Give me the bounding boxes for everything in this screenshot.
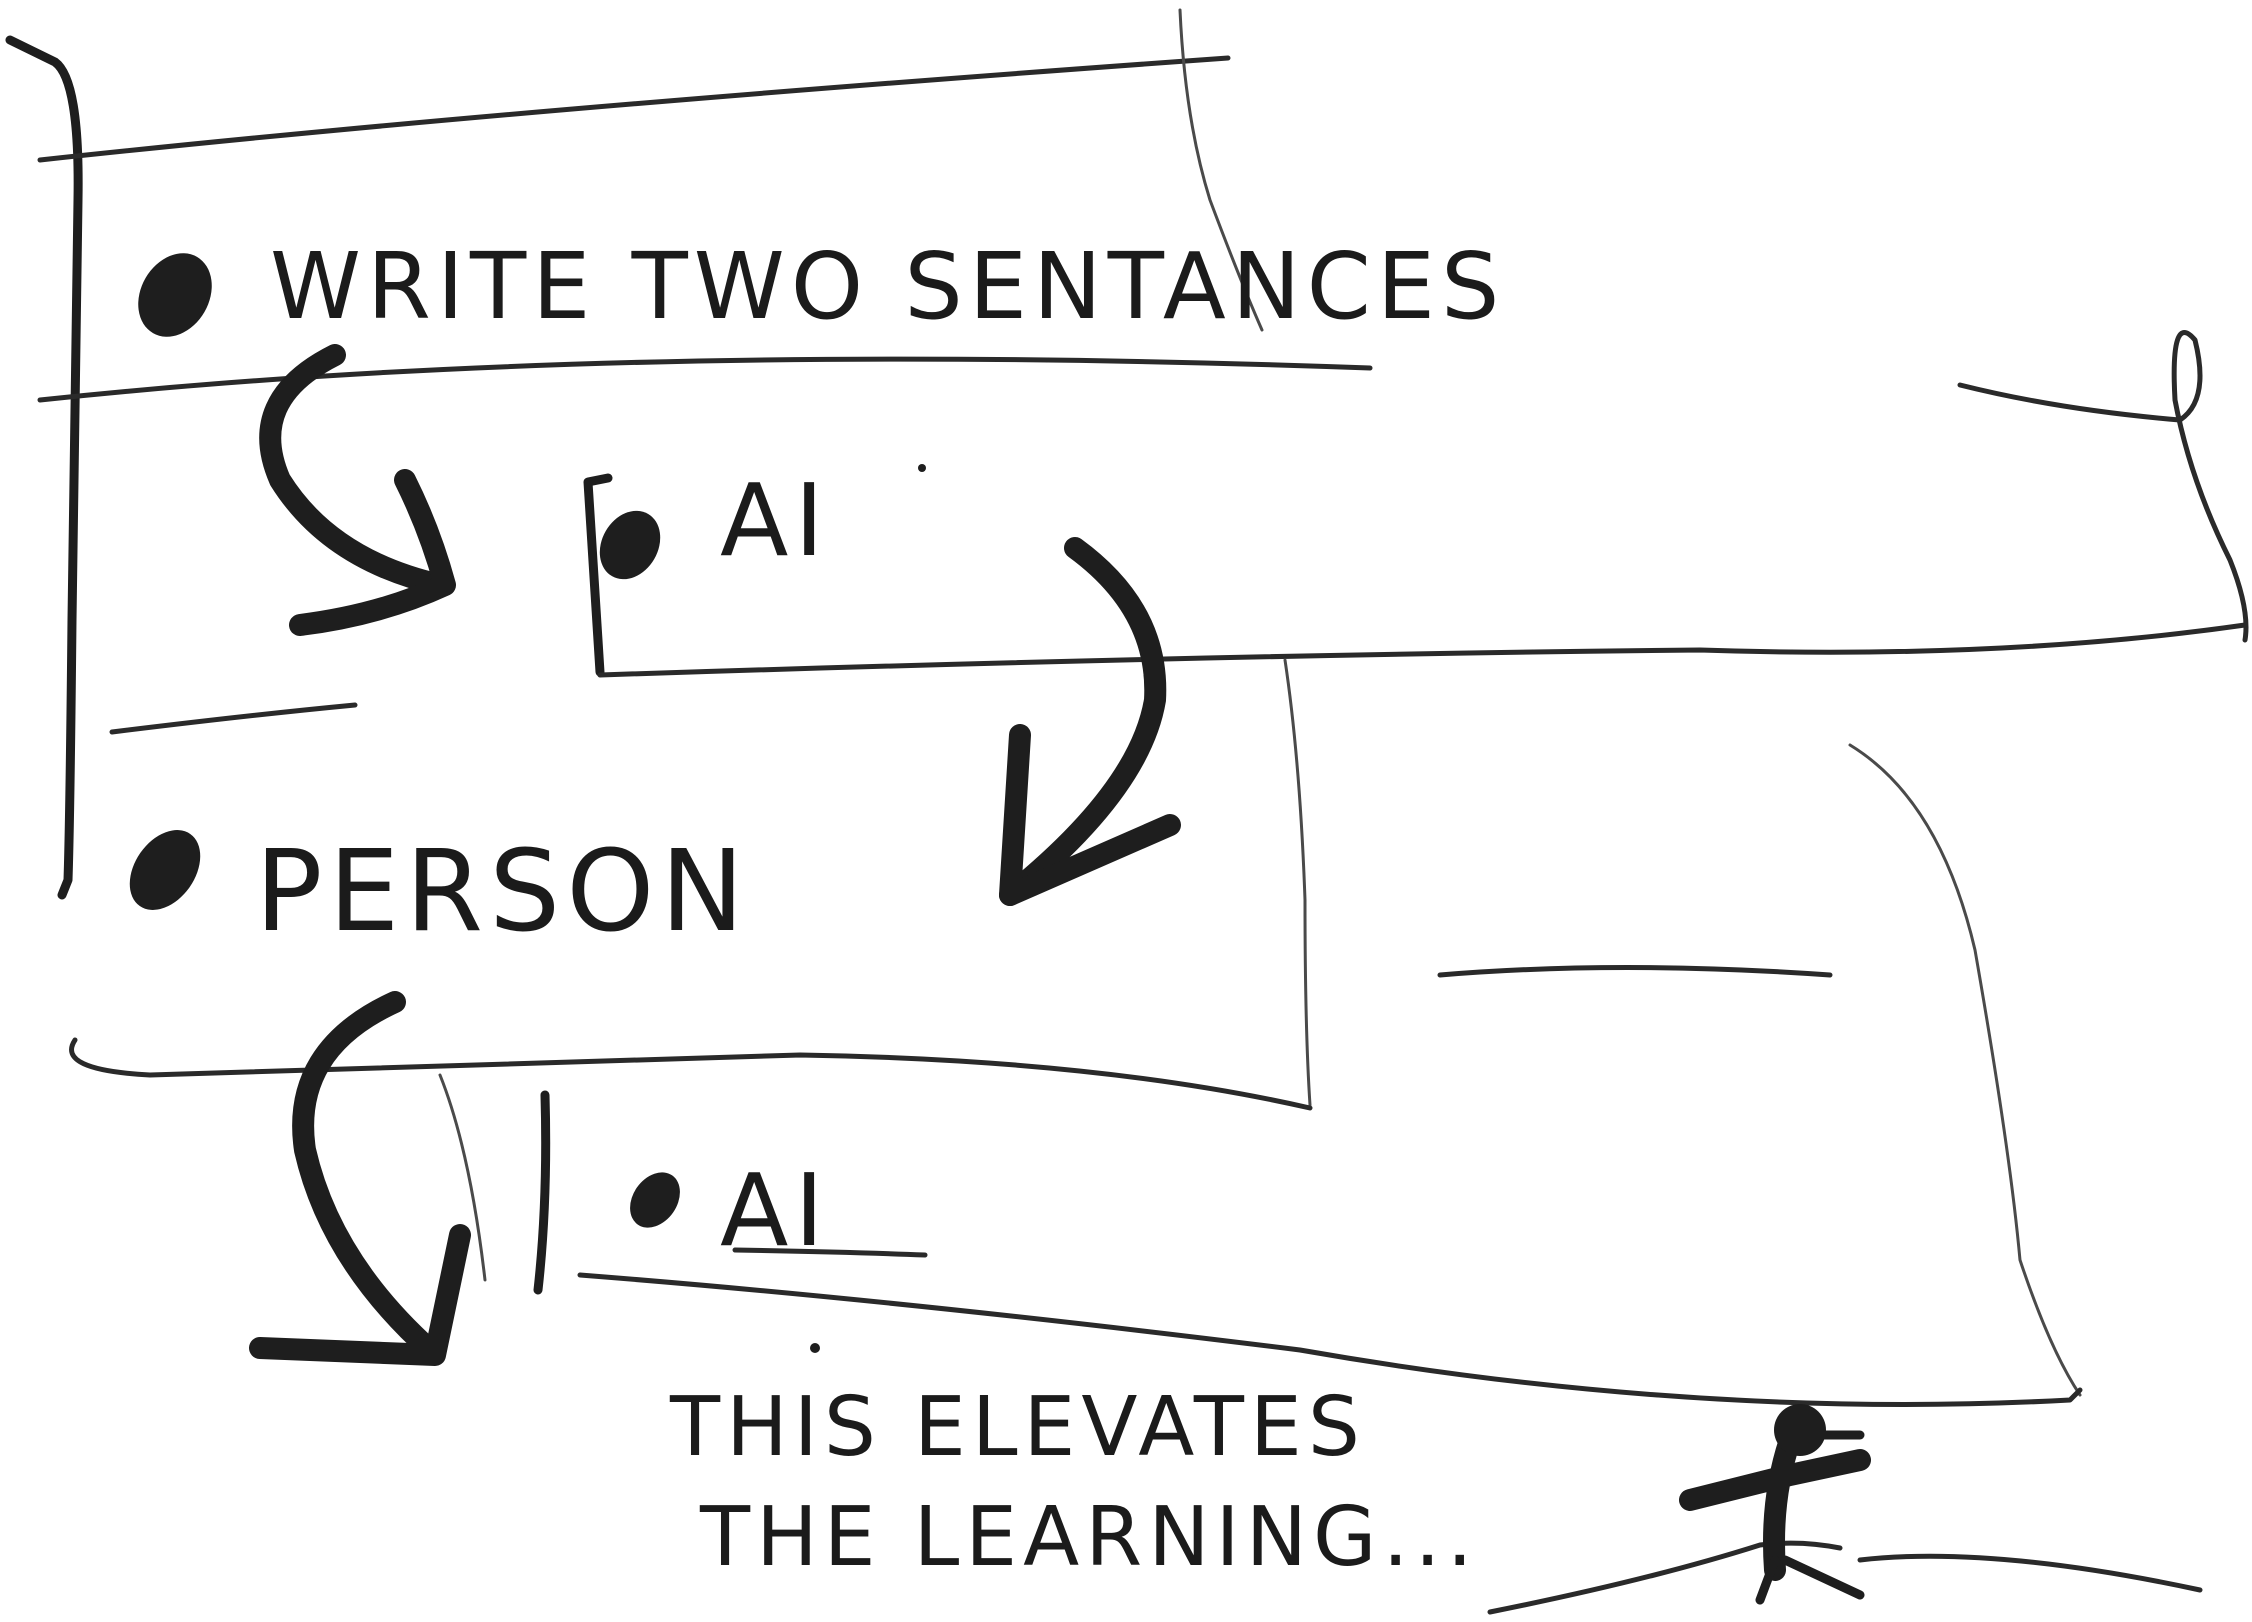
step-3-label: PERSON	[255, 827, 750, 957]
step-4-left-bracket	[538, 1095, 546, 1290]
right-dash	[1440, 968, 1830, 976]
step-1-bottom-line	[40, 359, 1370, 400]
left-bracket-line	[10, 40, 78, 895]
right-long-line	[1850, 745, 2080, 1395]
step-2-bullet-icon	[588, 500, 672, 590]
step-3-right-line	[1285, 660, 1310, 1105]
step-2-right-loop	[2174, 333, 2246, 641]
curved-down-arrow-icon	[270, 355, 445, 625]
step-2-left-bracket	[588, 478, 608, 672]
step-2-right-stroke	[1960, 385, 2180, 420]
step-1-bullet-icon	[124, 240, 227, 350]
step-2-small-mark	[918, 464, 926, 472]
stick-figure-climbing-icon	[1490, 1404, 2200, 1612]
curved-down-arrow-icon	[1010, 548, 1170, 895]
step-2-block: AI	[588, 333, 2246, 676]
step-2-label: AI	[720, 462, 830, 579]
step-4-bullet-icon	[620, 1163, 690, 1237]
conclusion-line-2: THE LEARNING...	[699, 1490, 1479, 1585]
step-3-bullet-icon	[115, 817, 215, 924]
conclusion-line-1: THIS ELEVATES	[669, 1380, 1366, 1475]
step-1-block: WRITE TWO SENTANCES	[10, 10, 1505, 895]
step-4-small-mark	[810, 1343, 820, 1353]
step-4-block: AI	[440, 1075, 2080, 1404]
step-3-block: PERSON	[72, 660, 1310, 1108]
step-2-bottom-line	[600, 625, 2245, 675]
step-3-top-line	[112, 705, 355, 732]
step-1-top-line	[40, 58, 1228, 160]
curved-down-arrow-icon	[260, 1002, 460, 1355]
step-3-bottom-line	[72, 1040, 1310, 1108]
conclusion: THIS ELEVATES THE LEARNING...	[669, 1380, 1479, 1585]
step-1-label: WRITE TWO SENTANCES	[270, 233, 1505, 340]
